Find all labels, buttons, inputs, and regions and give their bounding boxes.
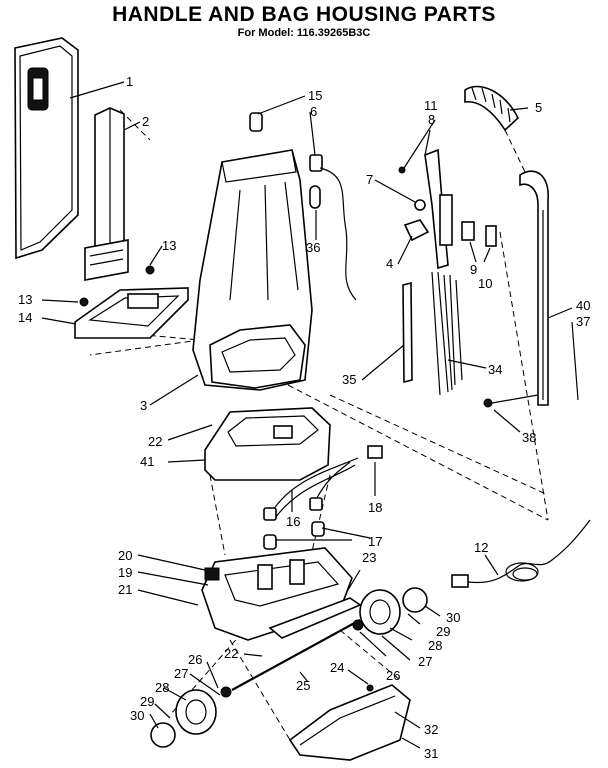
callout-9: 9 [470,262,477,277]
callout-4: 4 [386,256,393,271]
callout-3: 3 [140,398,147,413]
part-wire-harness [263,457,359,550]
callout-17: 17 [368,534,382,549]
part-bag-housing [204,407,331,481]
part-rear-cover [14,37,79,260]
callout-26b: 26 [386,668,400,683]
callout-41: 41 [140,454,154,469]
callout-28a: 28 [155,680,169,695]
model-subtitle: For Model: 116.39265B3C [237,27,371,39]
part-right-wheel [352,587,428,635]
part-small-block [367,445,383,459]
part-power-cord-long [451,519,591,588]
callout-27b: 27 [418,654,432,669]
callout-32: 32 [424,722,438,737]
callout-13a: 13 [162,238,176,253]
callout-23: 23 [362,550,376,565]
callout-30b: 30 [446,610,460,625]
callout-27a: 27 [174,666,188,681]
part-base-tray [74,265,189,339]
callout-13b: 13 [18,292,32,307]
diagram-title: HANDLE AND BAG HOUSING PARTS [112,3,496,26]
callout-28b: 28 [428,638,442,653]
callout-29b: 29 [436,624,450,639]
part-axle [231,619,361,691]
callout-30a: 30 [130,708,144,723]
part-left-wheel [150,686,232,748]
callout-1: 1 [126,74,133,89]
callout-15: 15 [308,88,322,103]
callout-35: 35 [342,372,356,387]
callout-21: 21 [118,582,132,597]
part-dust-bag [192,149,313,391]
callout-5: 5 [535,100,542,115]
callout-12: 12 [474,540,488,555]
part-handle-tube [483,170,549,408]
part-power-cord-short [309,154,357,301]
callout-8: 8 [428,112,435,127]
part-hose-and-wires [402,271,463,396]
part-handle-column [84,107,129,281]
part-bag-clip [249,112,321,209]
callout-20: 20 [118,548,132,563]
callout-24: 24 [330,660,344,675]
callout-14: 14 [18,310,32,325]
part-side-strip [268,597,362,639]
part-handle-grip [464,85,519,132]
callout-18: 18 [368,500,382,515]
callout-22a: 22 [148,434,162,449]
callout-34: 34 [488,362,502,377]
callout-25: 25 [296,678,310,693]
callout-11: 11 [424,98,438,113]
callout-labels: 1 2 3 4 5 6 7 8 9 10 11 12 13 13 14 15 1… [18,74,590,761]
callout-26a: 26 [188,652,202,667]
callout-37: 37 [576,314,590,329]
callout-7: 7 [366,172,373,187]
callout-31: 31 [424,746,438,761]
callout-22b: 22 [224,646,238,661]
callout-10: 10 [478,276,492,291]
callout-16: 16 [286,514,300,529]
callout-38: 38 [522,430,536,445]
callout-40: 40 [576,298,590,313]
part-nozzle-cover [288,684,411,761]
callout-19: 19 [118,565,132,580]
callout-29a: 29 [140,694,154,709]
callout-2: 2 [142,114,149,129]
part-bracket [398,148,497,270]
callout-6: 6 [310,104,317,119]
leader-lines [41,81,579,749]
callout-36: 36 [306,240,320,255]
